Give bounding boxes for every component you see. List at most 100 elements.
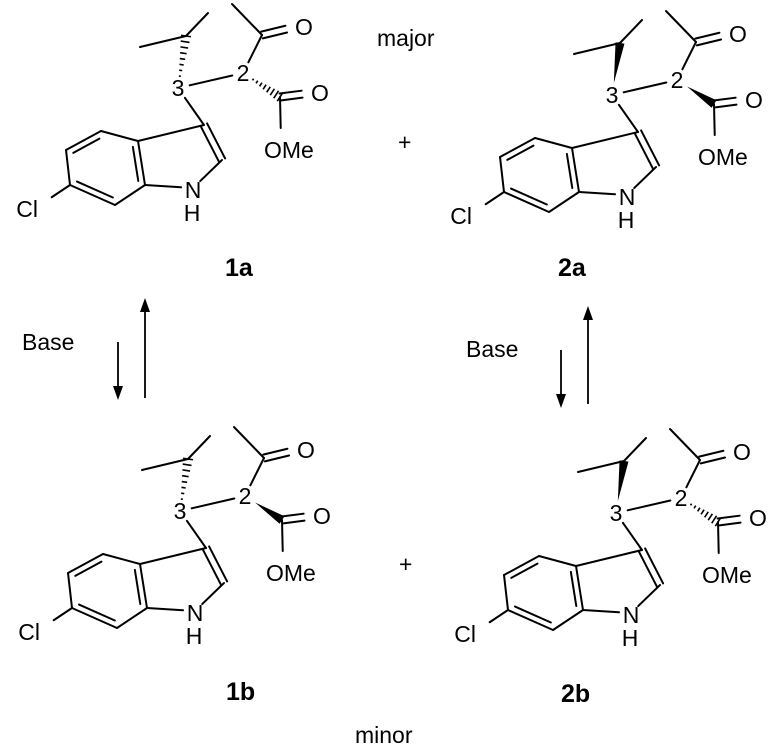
indole-nitrogen-label: N <box>623 602 640 628</box>
acetyl-oxygen-label: O <box>733 439 751 465</box>
indole-c2c3-double-bond-1 <box>201 548 222 586</box>
benzene-bond <box>552 609 584 631</box>
ring-fusion-inner-bond <box>569 570 578 608</box>
stereocenter-c2-label: 2 <box>671 67 684 93</box>
hash-stroke <box>180 40 190 44</box>
minor-annotation: minor <box>355 722 413 748</box>
forward-arrowhead-left <box>113 386 123 400</box>
isopropyl-methyl-bond <box>619 19 643 44</box>
isopropyl-methyl-bond <box>573 42 621 55</box>
ester-oxygen-bond <box>717 521 720 555</box>
benzene-inner-bond <box>72 137 101 154</box>
methoxy-label: OMe <box>266 560 316 586</box>
isopropyl-methyl-bond <box>187 435 211 460</box>
indole-c2-n-bond <box>199 159 223 183</box>
hash-stroke <box>273 90 280 99</box>
hash-stroke <box>255 80 259 84</box>
hash-stroke <box>179 57 186 61</box>
stereocenter-c2-label: 2 <box>239 483 252 509</box>
hash-stroke <box>707 513 714 521</box>
indole-nitrogen-label: N <box>619 184 636 210</box>
hash-stroke <box>700 509 705 515</box>
acetyl-methyl-bond <box>233 426 265 459</box>
benzene-bond <box>499 137 536 158</box>
major-annotation: major <box>377 25 435 51</box>
indole-c2c3-double-bond-1 <box>637 550 658 588</box>
indole-c2-n-bond <box>633 166 657 190</box>
stereocenter-c3-label: 3 <box>606 82 619 108</box>
c2-ester-wedge-bond <box>255 502 285 524</box>
equilibrium-arrows-left <box>113 298 150 400</box>
ester-carbonyl-bond-2 <box>278 89 303 95</box>
ring-fusion-inner-bond <box>565 152 574 190</box>
c3-isopropyl-hashed-bond <box>180 457 194 501</box>
benzene-bond <box>538 555 577 567</box>
indole-n-c7a-bond <box>146 607 185 612</box>
indole-c2c3-double-bond-2 <box>640 129 661 167</box>
indole-hydrogen-label: H <box>618 207 635 233</box>
indole-hydrogen-label: H <box>622 625 639 651</box>
benzene-bond <box>65 149 71 186</box>
chlorine-bond <box>484 191 505 206</box>
stereocenter-c2-label: 2 <box>675 485 688 511</box>
reverse-arrowhead-right <box>583 306 593 320</box>
hash-stroke <box>251 78 255 81</box>
c3-indole-bond <box>185 519 207 549</box>
benzene-bond <box>116 607 148 629</box>
benzene-bond <box>67 572 73 609</box>
chlorine-label: Cl <box>454 621 476 647</box>
acetyl-carbonyl-bond-2 <box>260 24 287 33</box>
plus-sign-top: + <box>398 129 411 155</box>
compound-label-1b: 1b <box>226 678 255 706</box>
isopropyl-methyl-bond <box>139 35 187 48</box>
c3-c2-bond <box>626 499 672 512</box>
benzene-bond <box>503 574 509 611</box>
equilibrium-arrows-right <box>556 306 593 408</box>
ester-carbonyl-oxygen-label: O <box>311 80 329 106</box>
indole-c2c3-double-bond-2 <box>644 547 665 585</box>
c2-acetyl-bond <box>247 34 263 64</box>
ester-carbonyl-bond-1 <box>279 96 304 102</box>
indole-c2-n-bond <box>201 582 225 606</box>
hash-stroke <box>179 63 184 66</box>
c2-ester-hashed-bond <box>251 78 284 102</box>
methoxy-label: OMe <box>698 144 748 170</box>
benzene-bond <box>67 553 104 574</box>
indole-c2c3-double-bond-1 <box>199 125 220 163</box>
ester-oxygen-bond <box>279 96 282 130</box>
hash-stroke <box>693 505 697 509</box>
chlorine-label: Cl <box>16 196 38 222</box>
benzene-bond <box>507 609 554 631</box>
c3-indole-bond <box>617 103 639 133</box>
isopropyl-methyl-bond <box>185 12 209 37</box>
compound-label-2a: 2a <box>558 254 587 282</box>
indole-c3-c3a-bond <box>575 549 643 567</box>
ester-carbonyl-oxygen-label: O <box>745 87 763 113</box>
ring-fusion-bond <box>139 563 148 609</box>
indole-n-c7a-bond <box>144 184 183 189</box>
methoxy-label: OMe <box>702 562 752 588</box>
indole-c2-n-bond <box>637 584 661 608</box>
benzene-bond <box>69 184 116 206</box>
ring-fusion-inner-bond <box>133 568 142 606</box>
benzene-inner-bond <box>76 180 114 199</box>
benzene-inner-bond <box>74 560 103 577</box>
hash-stroke <box>182 457 194 461</box>
hash-stroke <box>179 51 187 55</box>
base-label-left: Base <box>22 329 74 355</box>
hash-stroke <box>180 46 189 49</box>
chlorine-bond <box>488 609 509 624</box>
c2-acetyl-bond <box>685 459 701 489</box>
hash-stroke <box>689 503 693 506</box>
benzene-bond <box>503 191 550 213</box>
c3-c2-bond <box>188 74 234 87</box>
ester-carbonyl-bond-2 <box>712 96 737 102</box>
ester-carbonyl-bond-1 <box>717 521 742 527</box>
hash-stroke <box>696 507 701 512</box>
hash-stroke <box>182 469 191 472</box>
ester-carbonyl-bond-2 <box>280 512 305 518</box>
stereocenter-c2-label: 2 <box>237 60 250 86</box>
